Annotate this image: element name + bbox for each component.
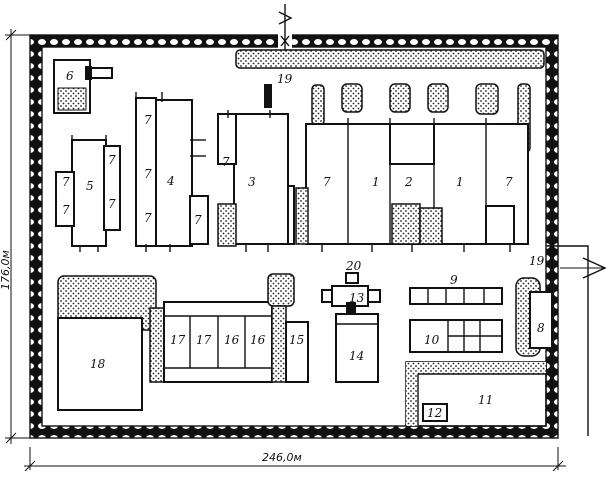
label-6: 6 xyxy=(66,69,74,83)
label-20: 20 xyxy=(345,259,362,273)
building-9 xyxy=(409,287,503,305)
label-1-main-b: 1 xyxy=(456,175,464,189)
label-16-b: 16 xyxy=(250,333,266,347)
label-5: 5 xyxy=(86,179,94,193)
building-20-13-14 xyxy=(321,272,381,383)
label-2-main: 2 xyxy=(404,175,413,189)
dimension-width-label: 246,0м xyxy=(262,451,302,464)
label-10: 10 xyxy=(424,333,440,347)
label-19-top: 19 xyxy=(277,72,293,86)
label-18: 18 xyxy=(90,357,106,371)
label-1-main-a: 1 xyxy=(372,175,380,189)
label-16-a: 16 xyxy=(224,333,240,347)
label-7-b4d: 7 xyxy=(194,213,202,227)
dimension-width xyxy=(24,447,566,472)
area-11 xyxy=(405,361,547,427)
label-7-b4a: 7 xyxy=(144,113,152,127)
label-19-right: 19 xyxy=(529,254,545,268)
label-7-b3: 7 xyxy=(222,155,230,169)
entrance-top xyxy=(278,4,293,56)
dimension-height-label: 176,0м xyxy=(0,250,12,290)
dimension-height xyxy=(5,29,30,444)
label-14: 14 xyxy=(349,349,364,363)
entrance-right xyxy=(546,245,607,436)
label-17-b: 17 xyxy=(196,333,212,347)
building-18 xyxy=(57,275,157,411)
label-7-b5d: 7 xyxy=(108,197,116,211)
label-7-b5a: 7 xyxy=(62,175,70,189)
label-11: 11 xyxy=(478,393,493,407)
label-15: 15 xyxy=(289,333,304,347)
label-7-main-right: 7 xyxy=(505,175,513,189)
green-strip-top xyxy=(235,49,545,69)
label-8: 8 xyxy=(537,321,545,335)
label-7-b5b: 7 xyxy=(62,203,70,217)
label-4: 4 xyxy=(166,174,175,188)
label-7-b4c: 7 xyxy=(144,211,152,225)
building-8 xyxy=(515,277,553,357)
label-9: 9 xyxy=(450,273,458,287)
label-7-b5c: 7 xyxy=(108,153,116,167)
building-10 xyxy=(409,319,503,353)
main-production-block xyxy=(295,118,529,252)
building-4 xyxy=(135,92,209,252)
label-7-main-left: 7 xyxy=(323,175,331,189)
label-12: 12 xyxy=(427,406,442,420)
label-17-a: 17 xyxy=(170,333,186,347)
building-3 xyxy=(217,84,295,252)
building-6 xyxy=(53,59,113,114)
label-3: 3 xyxy=(248,175,256,189)
label-7-b4b: 7 xyxy=(144,167,152,181)
label-13: 13 xyxy=(349,291,365,305)
building-row-17-15 xyxy=(149,273,309,383)
building-5 xyxy=(55,135,121,252)
